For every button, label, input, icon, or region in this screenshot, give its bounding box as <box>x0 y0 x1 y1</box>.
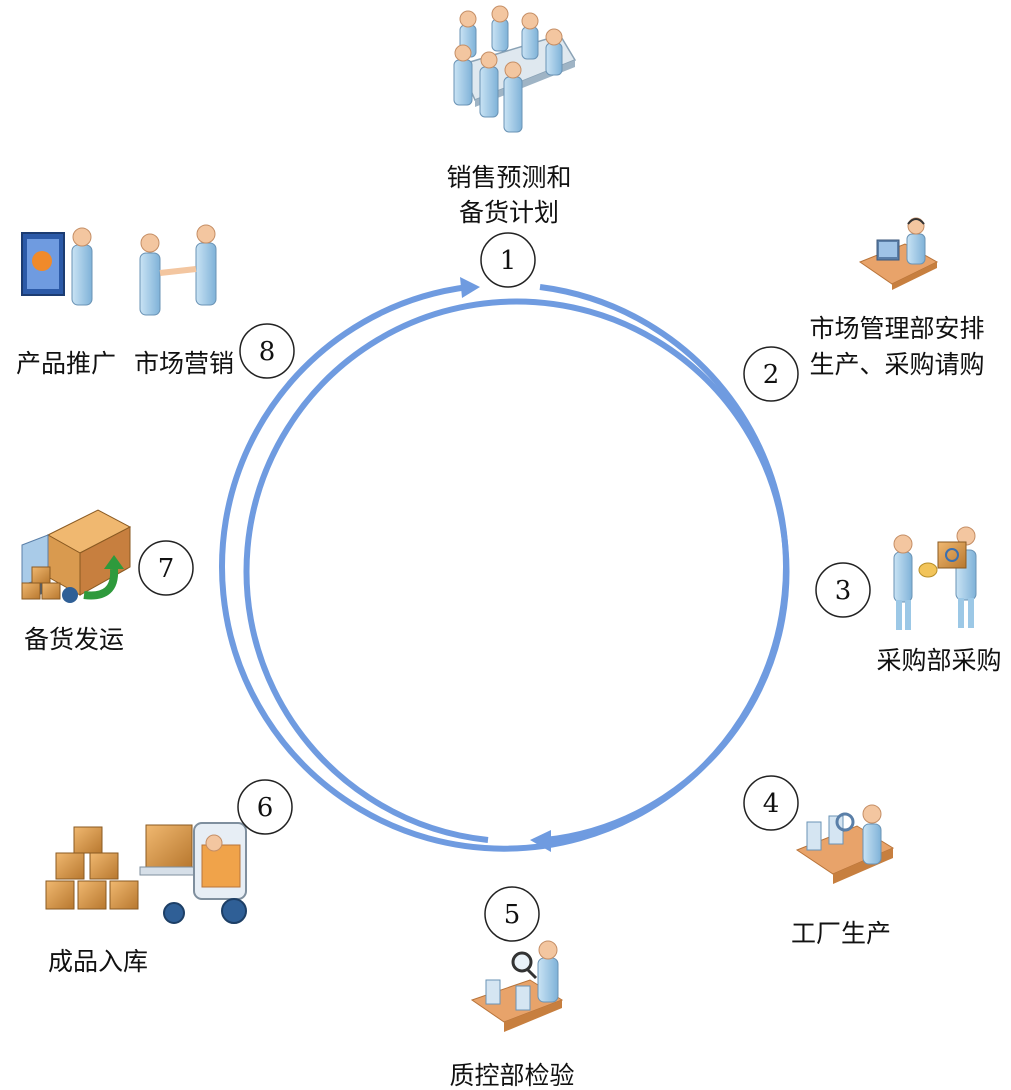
meeting-icon <box>453 5 577 133</box>
step-6-marker: 6 <box>237 779 293 835</box>
step-4-number: 4 <box>763 789 780 819</box>
desk-worker-icon <box>858 217 939 290</box>
step-6-label: 成品入库 <box>48 947 148 976</box>
step-3-label: 采购部采购 <box>876 646 1001 675</box>
step-7-label: 备货发运 <box>24 625 124 654</box>
step-8-marker: 8 <box>239 323 295 379</box>
step-3-marker: 3 <box>815 562 871 618</box>
step-2-label-line-2: 生产、采购请购 <box>809 350 984 379</box>
step-7-marker: 7 <box>138 540 194 596</box>
step-2-marker: 2 <box>743 346 799 402</box>
step-5-marker: 5 <box>484 886 540 942</box>
step-1-number: 1 <box>500 246 517 276</box>
outer-ring-arrowhead <box>460 277 480 298</box>
step-1-label-line-1: 销售预测和 <box>446 163 571 192</box>
step-6-number: 6 <box>257 793 274 823</box>
step-2-label-line-1: 市场管理部安排 <box>809 314 984 343</box>
outer-ring-arrow <box>219 284 789 852</box>
purchase-handover-icon <box>893 526 977 630</box>
step-4-label: 工厂生产 <box>791 919 891 948</box>
shipping-truck-icon <box>21 509 132 603</box>
step-1-label-line-2: 备货计划 <box>459 198 559 227</box>
promotion-icon <box>21 224 217 316</box>
step-7-number: 7 <box>158 554 175 584</box>
step-1-marker: 1 <box>480 232 536 288</box>
step-labels: 销售预测和 备货计划 市场管理部安排 生产、采购请购 采购部采购 工厂生产 质控… <box>16 163 1002 1090</box>
step-4-marker: 4 <box>743 775 799 831</box>
inner-ring-arrow <box>243 298 790 843</box>
step-8-label-line-1: 产品推广 <box>16 349 116 378</box>
step-2-number: 2 <box>763 360 780 390</box>
factory-production-icon <box>795 804 895 884</box>
step-8-label-line-2: 市场营销 <box>134 349 234 378</box>
step-3-number: 3 <box>835 576 852 606</box>
cycle-rings <box>219 277 790 852</box>
step-5-number: 5 <box>504 900 521 930</box>
inner-ring-arrowhead <box>530 830 551 852</box>
warehouse-forklift-icon <box>45 822 247 924</box>
step-8-number: 8 <box>259 337 276 367</box>
step-markers: 1 2 3 4 5 6 7 8 <box>138 232 871 942</box>
step-5-label: 质控部检验 <box>449 1061 574 1090</box>
inspection-icon <box>470 940 564 1032</box>
